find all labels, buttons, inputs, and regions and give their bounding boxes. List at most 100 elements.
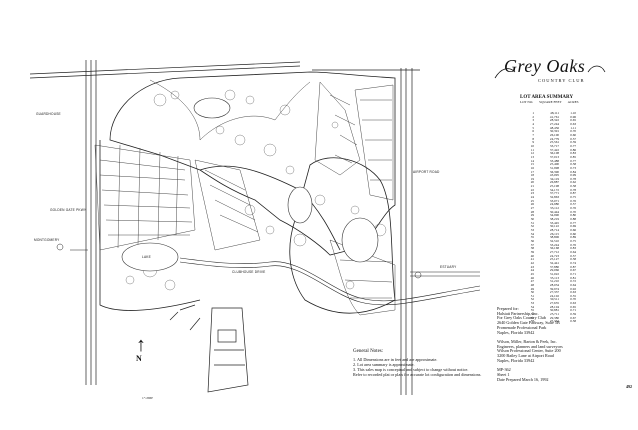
lot-number: 17 [530, 169, 534, 174]
lot-number: 8 [532, 136, 534, 141]
lot-square-feet: 32,863 [549, 195, 559, 200]
lot-square-feet: 36,168 [549, 246, 559, 251]
summary-row: 12 36,108 0.83 [520, 152, 576, 156]
summary-row: 17 36,390 0.84 [520, 169, 576, 175]
lakes [121, 97, 379, 272]
lot-number: 16 [530, 165, 534, 170]
note-item: 1. All Dimensions are in feet and are ap… [353, 357, 438, 362]
lot-acres: 0.85 [570, 154, 576, 159]
lot-acres: 0.76 [570, 242, 576, 247]
lot-acres: 0.87 [570, 264, 576, 269]
lot-acres: 0.74 [570, 260, 576, 265]
lot-acres: 0.64 [570, 282, 576, 287]
lot-number: 9 [532, 140, 534, 145]
prepared-line: Wilson, Miller, Barton & Peek, Inc. [497, 338, 557, 344]
lot-square-feet: 36,108 [549, 151, 559, 156]
lot-square-feet: 31,998 [549, 165, 559, 170]
road-label-golden-gate: GOLDEN GATE PKWY [50, 208, 87, 212]
lot-number: 51 [530, 293, 534, 298]
lot-square-feet: 25,711 [550, 312, 559, 317]
road-label-clubhouse-drive: CLUBHOUSE DRIVE [232, 270, 266, 274]
lot-square-feet: 31,210 [549, 279, 559, 284]
clubhouse-parcel [169, 304, 249, 393]
lot-square-feet: 35,113 [550, 275, 559, 280]
lot-number: 58 [530, 319, 534, 324]
lot-acres: 0.64 [570, 249, 576, 254]
lot-acres: 0.58 [570, 319, 576, 324]
lot-number: 25 [530, 198, 534, 203]
lot-acres: 0.73 [570, 165, 576, 170]
lot-square-feet: 39,974 [549, 286, 559, 291]
summary-columns: LOT NO. SQUARE FEET ACRES [520, 100, 580, 104]
lot-acres: 0.83 [570, 151, 576, 156]
lot-acres: 0.72 [570, 279, 576, 284]
lot-square-feet: 36,390 [549, 169, 559, 174]
lot-square-feet: 25,400 [549, 162, 559, 167]
lot-square-feet: 34,990 [549, 213, 559, 218]
lot-acres: 0.57 [570, 253, 576, 258]
lot-number: 24 [530, 195, 534, 200]
lot-acres: 0.78 [570, 187, 576, 192]
lot-number: 47 [530, 279, 534, 284]
lot-acres: 0.58 [570, 184, 576, 189]
lot-square-feet: 24,980 [549, 202, 559, 207]
lot-square-feet: 27,244 [549, 121, 559, 126]
lot-acres: 0.67 [570, 315, 576, 320]
lot-acres: 0.99 [570, 173, 576, 178]
prepared-line: 3200 Bailey Lane at Airport Road [497, 353, 554, 359]
lot-number: 12 [530, 151, 534, 156]
lot-number: 18 [530, 173, 534, 178]
lot-acres: 0.59 [570, 140, 576, 145]
lot-number: 14 [530, 158, 534, 163]
lot-number: 3 [532, 118, 534, 123]
lot-acres: 0.58 [570, 257, 576, 262]
lot-acres: 0.60 [570, 231, 576, 236]
lot-square-feet: 32,441 [549, 260, 559, 265]
lake-label: LAKE [142, 255, 151, 259]
prepared-block: Prepared for:Halstatt Partnership, Inc.F… [497, 306, 617, 382]
lot-number: 32 [530, 224, 534, 229]
lot-acres: 0.84 [570, 169, 576, 174]
lot-acres: 0.57 [570, 202, 576, 207]
lot-number: 30 [530, 217, 534, 222]
lot-area-summary: LOT AREA SUMMARY LOT NO. SQUARE FEET ACR… [520, 95, 580, 106]
lot-acres: 0.80 [570, 213, 576, 218]
lot-number: 19 [530, 176, 534, 181]
north-arrow-icon: ↑ [136, 334, 146, 356]
page-number: 492 [626, 384, 632, 389]
lot-acres: 0.65 [570, 304, 576, 309]
lot-square-feet: 41,761 [549, 114, 559, 119]
general-notes: General Notes: 1. All Dimensions are in … [353, 349, 503, 377]
lot-acres: 0.86 [570, 147, 576, 152]
lot-square-feet: 29,066 [549, 268, 559, 273]
lot-number: 55 [530, 308, 534, 313]
lot-square-feet: 43,095 [549, 173, 559, 178]
north-letter: N [136, 354, 142, 363]
lot-square-feet: 27,337 [549, 290, 559, 295]
lot-number: 13 [530, 154, 534, 159]
lot-acres: 0.71 [570, 271, 576, 276]
lot-number: 57 [530, 315, 534, 320]
lot-square-feet: 24,779 [549, 136, 559, 141]
lot-square-feet: 27,635 [549, 301, 559, 306]
lot-acres: 0.63 [570, 121, 576, 126]
prepared-line: Naples, Florida 33942 [497, 329, 535, 335]
col-lot: LOT NO. [520, 100, 534, 105]
